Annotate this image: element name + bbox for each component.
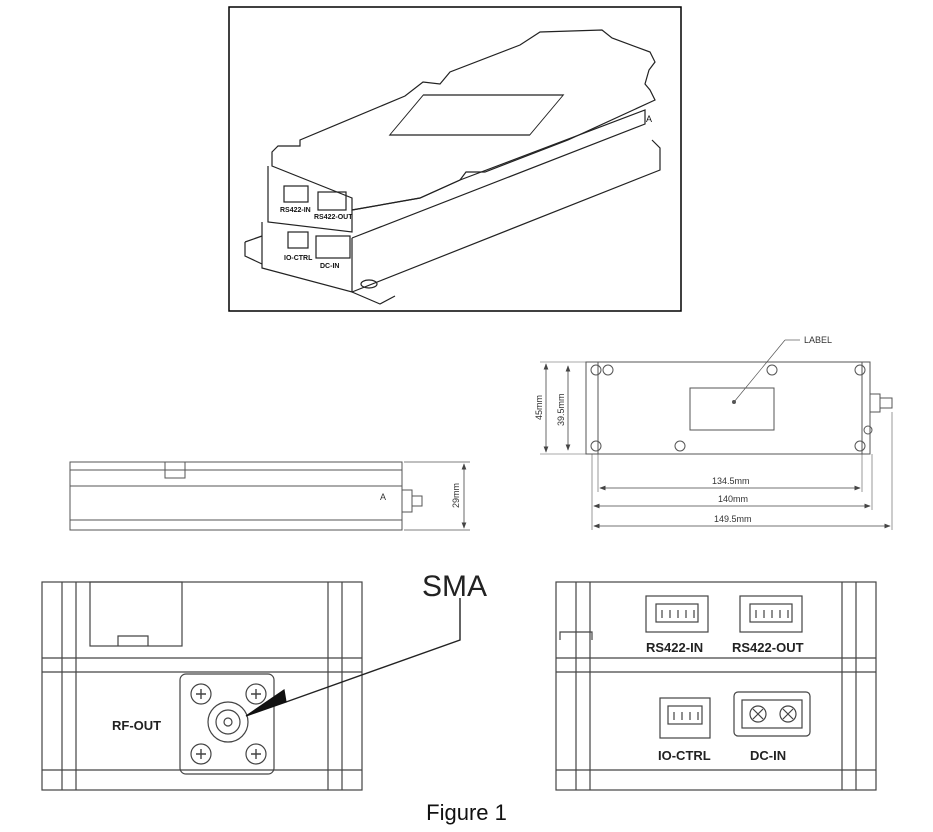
rear-rs422-in-connector (645, 595, 709, 633)
dim-149-5mm: 149.5mm (714, 514, 752, 524)
iso-label-rs422-in: RS422-IN (280, 207, 311, 214)
iso-top-face (271, 29, 656, 211)
iso-base-flange (244, 235, 396, 305)
iso-side-mark: A (646, 114, 652, 124)
dim-134-5mm: 134.5mm (712, 476, 750, 486)
iso-label-io-ctrl: IO-CTRL (284, 255, 313, 262)
dim-140mm: 140mm (718, 494, 748, 504)
rear-label-io-ctrl: IO-CTRL (658, 748, 711, 763)
dim-39-5mm: 39.5mm (556, 393, 566, 426)
rear-view (555, 581, 877, 791)
rear-label-dc-in: DC-IN (750, 748, 786, 763)
top-view (540, 339, 893, 530)
rear-io-ctrl-connector (659, 697, 711, 739)
iso-dc-in-connector (315, 235, 351, 259)
label-callout: LABEL (804, 335, 832, 345)
rear-label-rs422-out: RS422-OUT (732, 640, 804, 655)
iso-label-dc-in: DC-IN (320, 263, 339, 270)
side-view (69, 461, 470, 531)
sma-flange (179, 673, 275, 775)
sma-callout: SMA (422, 570, 487, 603)
isometric-view (228, 6, 682, 312)
front-view (41, 581, 461, 791)
iso-front-upper (267, 166, 353, 233)
iso-frame (228, 6, 682, 312)
rear-label-rs422-in: RS422-IN (646, 640, 703, 655)
rear-rs422-out-connector (739, 595, 803, 633)
iso-io-ctrl-connector (287, 231, 309, 249)
iso-label-rs422-out: RS422-OUT (314, 214, 353, 221)
rf-out-label: RF-OUT (112, 718, 161, 733)
rear-dc-in-connector (733, 691, 811, 737)
dim-45mm: 45mm (534, 395, 544, 420)
iso-rs422-out-connector (317, 191, 347, 211)
side-mark: A (380, 492, 386, 502)
figure-caption: Figure 1 (426, 800, 507, 825)
iso-label-area (388, 94, 565, 136)
dim-29mm: 29mm (451, 483, 461, 508)
iso-rs422-in-connector (283, 185, 309, 203)
top-label-area (689, 387, 775, 431)
iso-front-lower (261, 222, 353, 293)
